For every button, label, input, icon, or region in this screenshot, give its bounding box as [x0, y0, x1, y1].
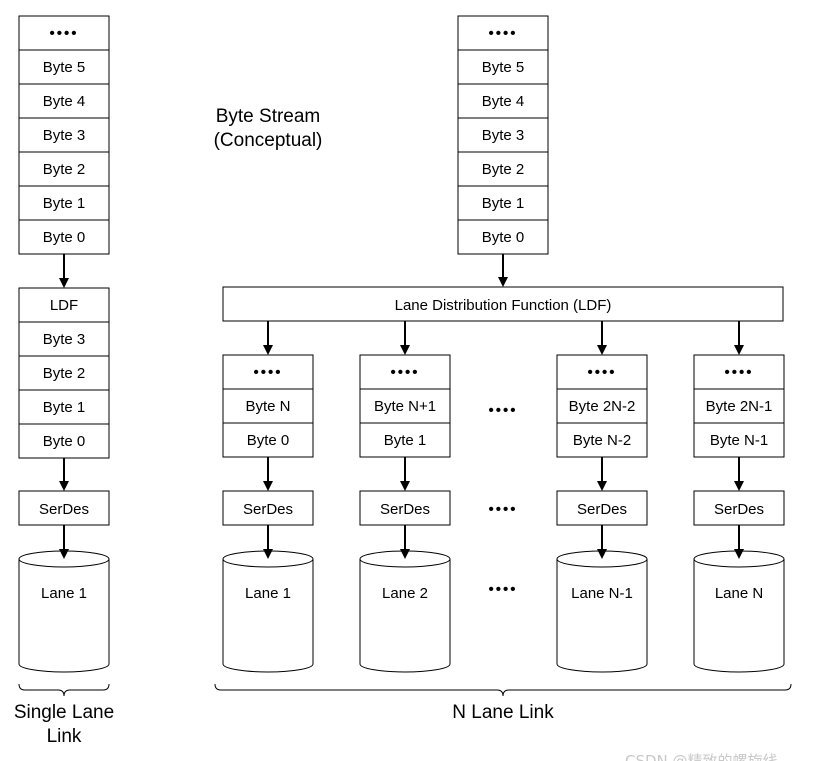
lane-2-label: Lane 2 — [382, 585, 428, 602]
left-ldf-stack: LDF Byte 3 Byte 2 Byte 1 Byte 0 — [18, 287, 110, 459]
right-caption: N Lane Link — [452, 702, 554, 723]
right-byte-stream: •••• Byte 5 Byte 4 Byte 3 Byte 2 Byte 1 … — [457, 15, 549, 255]
left-byte-stream: •••• Byte 5 Byte 4 Byte 3 Byte 2 Byte 1 … — [18, 15, 110, 255]
right-stream-byte-1: Byte 1 — [482, 195, 525, 212]
lane-column-n: •••• Byte 2N-1 Byte N-1 SerDes Lane N — [693, 321, 785, 673]
lane-1-ellipsis: •••• — [253, 364, 282, 381]
left-ldf-byte-0: Byte 0 — [43, 433, 86, 450]
left-stream-byte-1: Byte 1 — [43, 195, 86, 212]
lane-1-byte-lower: Byte 0 — [247, 432, 290, 449]
byte-stream-label-line1: Byte Stream — [216, 106, 321, 127]
lane-1-serdes: SerDes — [243, 501, 293, 518]
lane-n-serdes: SerDes — [714, 501, 764, 518]
right-stream-byte-5: Byte 5 — [482, 59, 525, 76]
right-stream-byte-4: Byte 4 — [482, 93, 525, 110]
left-stream-byte-0: Byte 0 — [43, 229, 86, 246]
lane-n-minus-1-byte-lower: Byte N-2 — [573, 432, 631, 449]
left-lane-cylinder — [18, 550, 110, 673]
middle-ellipsis-lanes: •••• — [488, 581, 517, 598]
left-lane-label: Lane 1 — [41, 585, 87, 602]
left-caption-line1: Single Lane — [14, 702, 114, 723]
left-serdes-label: SerDes — [39, 501, 89, 518]
watermark: CSDN @精致的螺旋线 — [625, 752, 778, 761]
middle-ellipsis-serdes: •••• — [488, 501, 517, 518]
right-stream-byte-0: Byte 0 — [482, 229, 525, 246]
left-ldf-byte-3: Byte 3 — [43, 331, 86, 348]
left-brace — [18, 683, 110, 697]
right-brace — [214, 683, 792, 697]
left-stream-byte-2: Byte 2 — [43, 161, 86, 178]
lane-n-ellipsis: •••• — [724, 364, 753, 381]
right-stream-ellipsis: •••• — [488, 25, 517, 42]
ldf-bar — [222, 286, 784, 322]
lane-2-serdes: SerDes — [380, 501, 430, 518]
lane-n-byte-upper: Byte 2N-1 — [706, 398, 773, 415]
lane-column-1: •••• Byte N Byte 0 SerDes Lane 1 — [222, 321, 314, 673]
left-stream-byte-4: Byte 4 — [43, 93, 86, 110]
ldf-bar-label: Lane Distribution Function (LDF) — [395, 297, 612, 314]
lane-column-n-minus-1: •••• Byte 2N-2 Byte N-2 SerDes Lane N-1 — [556, 321, 648, 673]
right-stream-byte-2: Byte 2 — [482, 161, 525, 178]
lane-column-2: •••• Byte N+1 Byte 1 SerDes Lane 2 — [359, 321, 451, 673]
lane-1-label: Lane 1 — [245, 585, 291, 602]
lane-n-minus-1-ellipsis: •••• — [587, 364, 616, 381]
lane-n-byte-lower: Byte N-1 — [710, 432, 768, 449]
left-caption-line2: Link — [47, 726, 82, 747]
left-stream-byte-5: Byte 5 — [43, 59, 86, 76]
left-stream-ellipsis: •••• — [49, 25, 78, 42]
left-ldf-byte-1: Byte 1 — [43, 399, 86, 416]
lane-2-ellipsis: •••• — [390, 364, 419, 381]
byte-stream-label-line2: (Conceptual) — [214, 130, 323, 151]
middle-ellipsis-bytes: •••• — [488, 402, 517, 419]
lane-n-minus-1-byte-upper: Byte 2N-2 — [569, 398, 636, 415]
lane-2-byte-upper: Byte N+1 — [374, 398, 436, 415]
right-stream-byte-3: Byte 3 — [482, 127, 525, 144]
lane-n-label: Lane N — [715, 585, 763, 602]
left-ldf-byte-2: Byte 2 — [43, 365, 86, 382]
lane-2-byte-lower: Byte 1 — [384, 432, 427, 449]
left-stream-byte-3: Byte 3 — [43, 127, 86, 144]
left-ldf-label: LDF — [50, 297, 78, 314]
lane-n-minus-1-label: Lane N-1 — [571, 585, 633, 602]
lane-n-minus-1-serdes: SerDes — [577, 501, 627, 518]
lane-1-byte-upper: Byte N — [245, 398, 290, 415]
